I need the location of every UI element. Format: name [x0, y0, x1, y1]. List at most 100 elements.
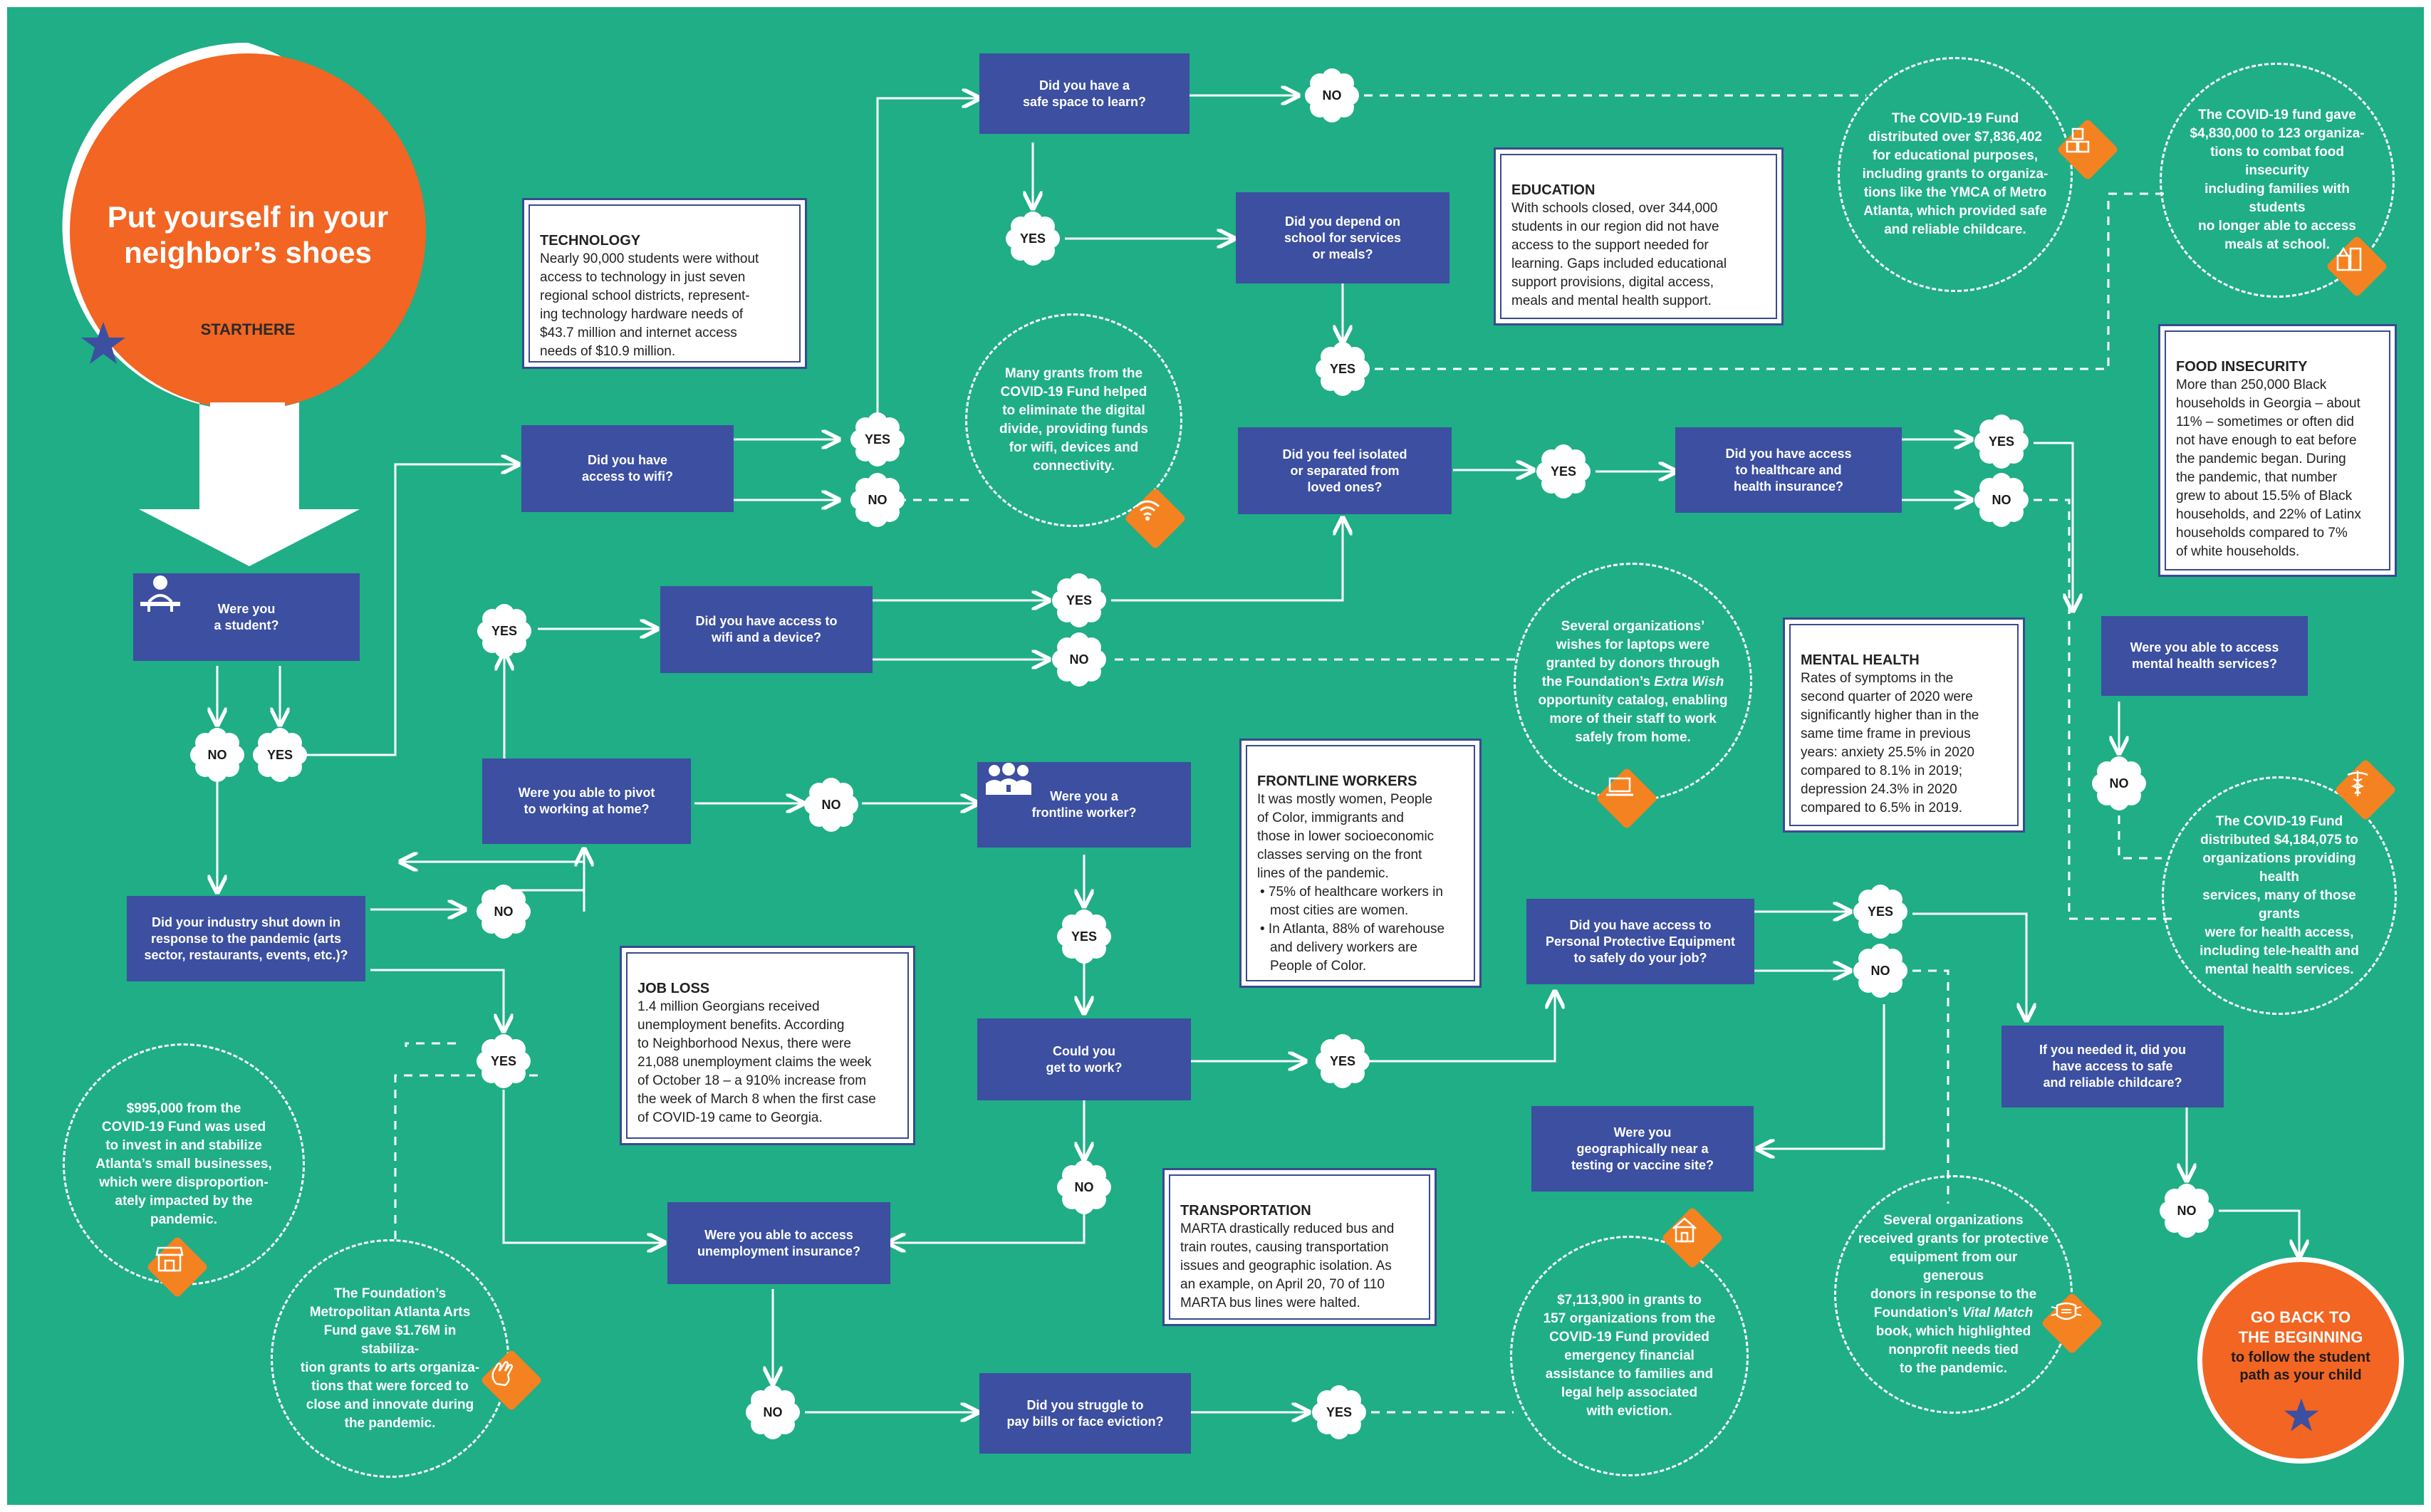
yes-badge[interactable]: YES	[1006, 212, 1060, 266]
info-card-technology: TECHNOLOGY Nearly 90,000 students were wi…	[522, 198, 807, 369]
question-unemployment-label: Were you able to access unemployment ins…	[697, 1227, 861, 1258]
bubble-text: $995,000 from the COVID-19 Fund was used…	[95, 1101, 272, 1227]
no-badge[interactable]: NO	[1305, 68, 1359, 122]
no-badge[interactable]: NO	[190, 728, 244, 782]
question-pay-bills[interactable]: Did you struggle to pay bills or face ev…	[979, 1373, 1191, 1454]
no-badge[interactable]: NO	[804, 778, 858, 832]
yes-badge[interactable]: YES	[477, 1034, 531, 1088]
no-badge[interactable]: NO	[2160, 1184, 2214, 1238]
yes-badge[interactable]: YES	[1052, 573, 1106, 627]
info-card-title: FOOD INSECURITY	[2176, 359, 2308, 375]
bubble-text: The COVID-19 fund gave $4,830,000 to 123…	[2190, 108, 2365, 252]
info-card-body: 1.4 million Georgians received unemploym…	[637, 999, 876, 1125]
question-wifi-device[interactable]: Did you have access to wifi and a device…	[660, 586, 873, 673]
start-word: START	[200, 320, 252, 338]
yes-badge[interactable]: YES	[850, 412, 905, 466]
bubble-food-fund: The COVID-19 fund gave $4,830,000 to 123…	[2160, 63, 2395, 298]
no-badge[interactable]: NO	[850, 473, 905, 527]
start-title: Put yourself in your neighbor’s shoes	[107, 200, 389, 269]
bubble-text-part: opportunity catalog, enabling more of th…	[1538, 692, 1728, 745]
bubble-education-fund: The COVID-19 Fund distributed over $7,83…	[1838, 57, 2073, 292]
yes-badge-label: YES	[864, 432, 891, 447]
question-ppe[interactable]: Did you have access to Personal Protecti…	[1526, 899, 1754, 984]
no-badge[interactable]: NO	[1052, 632, 1106, 687]
info-card-title: TECHNOLOGY	[540, 233, 641, 249]
question-isolated-label: Did you feel isolated or separated from …	[1282, 447, 1407, 494]
frontline-workers-icon	[986, 763, 1031, 795]
question-healthcare[interactable]: Did you have access to healthcare and he…	[1675, 427, 1902, 513]
bubble-text-part: book, which highlighted nonprofit needs …	[1875, 1323, 2031, 1376]
no-badge-label: NO	[2177, 1203, 2197, 1218]
yes-badge[interactable]: YES	[1316, 1034, 1370, 1088]
yes-badge-label: YES	[1019, 231, 1046, 246]
question-mental-health[interactable]: Were you able to access mental health se…	[2101, 616, 2308, 696]
yes-badge-label: YES	[490, 1053, 517, 1068]
yes-badge[interactable]: YES	[253, 728, 307, 782]
question-frontline-label: Were you a frontline worker?	[1031, 789, 1137, 820]
question-safe-space[interactable]: Did you have a safe space to learn?	[979, 53, 1190, 134]
bubble-text: The Foundation’s Metropolitan Atlanta Ar…	[300, 1286, 480, 1431]
yes-badge[interactable]: YES	[1853, 885, 1907, 939]
bubble-health-fund: The COVID-19 Fund distributed $4,184,075…	[2162, 776, 2397, 1015]
info-card-body: With schools closed, over 344,000 studen…	[1511, 201, 1727, 308]
yes-badge-label: YES	[1326, 1404, 1353, 1419]
info-card-bullet: • 75% of healthcare workers in most citi…	[1260, 885, 1443, 918]
question-isolated[interactable]: Did you feel isolated or separated from …	[1238, 427, 1452, 514]
bubble-text: The COVID-19 Fund distributed over $7,83…	[1862, 111, 2049, 237]
question-student-label: Were you a student?	[214, 601, 279, 632]
info-card-body: Rates of symptoms in the second quarter …	[1801, 671, 1979, 815]
question-industry-shutdown[interactable]: Did your industry shut down in response …	[127, 896, 365, 981]
yes-badge[interactable]: YES	[1316, 342, 1370, 396]
no-badge-label: NO	[821, 797, 841, 812]
start-here-row: START HERE	[70, 320, 426, 364]
here-word: HERE	[251, 320, 296, 338]
go-back-circle[interactable]: GO BACK TO THE BEGINNING to follow the s…	[2197, 1257, 2404, 1464]
info-card-title: TRANSPORTATION	[1180, 1203, 1311, 1219]
question-depend-school[interactable]: Did you depend on school for services or…	[1236, 192, 1449, 283]
question-student[interactable]: Were you a student?	[133, 573, 360, 661]
no-badge[interactable]: NO	[2092, 756, 2146, 810]
info-card-bullets: • 75% of healthcare workers in most citi…	[1257, 883, 1464, 976]
yes-badge[interactable]: YES	[1974, 415, 2029, 469]
yes-badge-label: YES	[1988, 434, 2015, 449]
no-badge[interactable]: NO	[477, 885, 531, 939]
info-card-mental-health: MENTAL HEALTH Rates of symptoms in the se…	[1783, 617, 2025, 833]
bubble-text-italic: Vital Match	[1962, 1305, 2034, 1320]
question-wifi-device-label: Did you have access to wifi and a device…	[695, 614, 838, 645]
no-badge[interactable]: NO	[746, 1385, 800, 1439]
bubble-text: The COVID-19 Fund distributed $4,184,075…	[2200, 813, 2359, 977]
bubble-digital-divide: Many grants from the COVID-19 Fund helpe…	[965, 313, 1182, 527]
question-childcare[interactable]: If you needed it, did you have access to…	[2001, 1026, 2224, 1107]
no-badge-label: NO	[207, 747, 227, 762]
no-badge-label: NO	[1870, 963, 1890, 978]
no-badge[interactable]: NO	[1974, 473, 2029, 527]
yes-badge[interactable]: YES	[1057, 909, 1111, 964]
no-badge-label: NO	[2109, 776, 2129, 791]
bubble-eviction: $7,113,900 in grants to 157 organization…	[1510, 1236, 1749, 1476]
question-pay-bills-label: Did you struggle to pay bills or face ev…	[1006, 1397, 1164, 1429]
no-badge[interactable]: NO	[1057, 1160, 1111, 1214]
question-testing-site[interactable]: Were you geographically near a testing o…	[1531, 1106, 1754, 1192]
star-icon	[81, 322, 125, 364]
question-pivot-home[interactable]: Were you able to pivot to working at hom…	[482, 758, 691, 844]
bubble-ppe: Several organizations received grants fo…	[1834, 1175, 2073, 1414]
no-badge[interactable]: NO	[1853, 944, 1907, 998]
question-frontline[interactable]: Were you a frontline worker?	[977, 762, 1191, 848]
question-get-to-work[interactable]: Could you get to work?	[977, 1018, 1191, 1100]
yes-badge[interactable]: YES	[1312, 1385, 1366, 1439]
no-badge-label: NO	[763, 1404, 783, 1419]
yes-badge[interactable]: YES	[1536, 444, 1591, 499]
question-mental-health-label: Were you able to access mental health se…	[2130, 640, 2279, 671]
bubble-text-part: Several organizations received grants fo…	[1858, 1212, 2049, 1320]
info-card-body: Nearly 90,000 students were without acce…	[540, 251, 759, 359]
bubble-text: Several organizations received grants fo…	[1858, 1211, 2049, 1378]
question-testing-site-label: Were you geographically near a testing o…	[1571, 1125, 1714, 1172]
yes-badge[interactable]: YES	[477, 604, 531, 658]
question-unemployment[interactable]: Were you able to access unemployment ins…	[667, 1202, 890, 1284]
question-healthcare-label: Did you have access to healthcare and he…	[1725, 446, 1852, 494]
question-wifi-access[interactable]: Did you have access to wifi?	[521, 425, 734, 512]
info-card-title: MENTAL HEALTH	[1801, 652, 1920, 668]
